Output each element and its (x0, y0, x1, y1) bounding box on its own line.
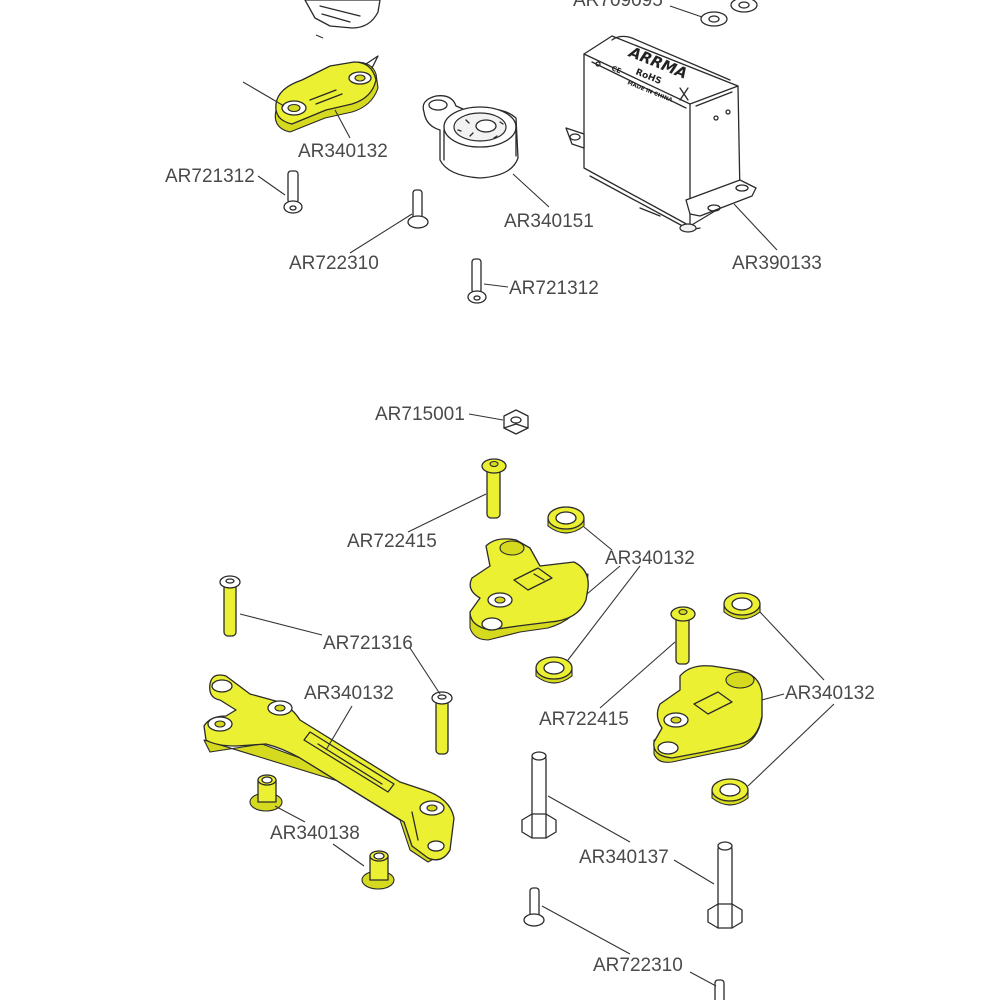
screw-bottom (523, 887, 545, 927)
leader-bellcrank-lower-b (761, 693, 785, 701)
leader-screw-mid-top (349, 213, 413, 254)
post-b (707, 841, 743, 929)
leader-pins-a (239, 613, 323, 636)
leader-screw-left-top (257, 175, 286, 196)
label-screw-left-top: AR721312 (165, 166, 255, 187)
bearing-lower-b (711, 778, 749, 806)
screw-bottom-top (467, 258, 487, 304)
bearing-upper-a (547, 506, 585, 534)
leader-drag-link (325, 705, 353, 751)
label-drag-link: AR340132 (304, 683, 394, 704)
washer-pair (700, 0, 758, 27)
leader-top-cut (669, 5, 706, 19)
leader-pins-b (409, 647, 441, 695)
leader-bellcrank-lower-a (759, 611, 825, 681)
upper-servo-saver-partial (304, 0, 381, 39)
bolt-lower (670, 606, 696, 665)
leader-screw-bottom-top (483, 283, 509, 288)
label-bushings: AR340138 (270, 823, 360, 844)
leader-bushings-a (274, 805, 306, 823)
pin-mid (431, 691, 453, 755)
leader-posts-b (673, 859, 715, 885)
bushing-a (249, 774, 283, 812)
bearing-upper-b (535, 656, 573, 684)
bolt-upper (481, 458, 507, 519)
post-a (521, 751, 557, 839)
label-posts: AR340137 (579, 847, 669, 868)
bellcrank-lower (653, 665, 763, 763)
servo-horn (422, 95, 519, 179)
leader-bellcrank-upper-a (583, 526, 613, 551)
label-screw-bottom: AR722310 (593, 955, 683, 976)
servo-bin-icon (679, 87, 689, 101)
servo: ARRMA CE RoHS MADE IN CHINA (565, 35, 757, 233)
label-bolt-lower: AR722415 (539, 709, 629, 730)
bushing-b (361, 850, 395, 890)
leader-bellcrank-upper-c (567, 565, 641, 661)
leader-posts-a (547, 795, 631, 843)
label-bolt-upper: AR722415 (347, 531, 437, 552)
leader-screw-bottom-b (689, 971, 717, 987)
nut (503, 409, 529, 435)
bellcrank-upper (469, 538, 589, 641)
screw-mid-top (407, 189, 429, 229)
leader-bellcrank-lower-c (747, 703, 835, 787)
leader-servo-horn (512, 173, 550, 208)
leader-arm-top-b (334, 109, 351, 139)
leader-bolt-lower (599, 641, 676, 709)
label-pins-left: AR721316 (323, 633, 413, 654)
label-servo-horn: AR340151 (504, 211, 594, 232)
leader-bushings-b (332, 843, 365, 867)
label-servo-saver-top: AR340132 (298, 141, 388, 162)
screw-left-top (283, 170, 303, 214)
label-screw-mid-top: AR722310 (289, 253, 379, 274)
label-bellcrank-lower: AR340132 (785, 683, 875, 704)
drag-link (203, 674, 455, 863)
label-screw-bottom-top: AR721312 (509, 278, 599, 299)
leader-screw-bottom (541, 905, 631, 955)
leader-servo (733, 203, 778, 251)
pin-left (219, 575, 241, 637)
servo-ce-mark: CE (610, 64, 622, 75)
label-nut: AR715001 (375, 404, 465, 425)
leader-nut (468, 413, 504, 421)
label-servo: AR390133 (732, 253, 822, 274)
bearing-lower-a (723, 592, 761, 620)
label-top-cut: AR709095 (573, 0, 663, 11)
label-bellcrank-upper: AR340132 (605, 548, 695, 569)
screw-bottom-cut (714, 979, 725, 1000)
servo-saver-arm-top (274, 55, 379, 133)
leader-arm-top-a (242, 81, 285, 107)
leader-bellcrank-upper-b (586, 565, 621, 595)
leader-bolt-upper (407, 493, 487, 533)
